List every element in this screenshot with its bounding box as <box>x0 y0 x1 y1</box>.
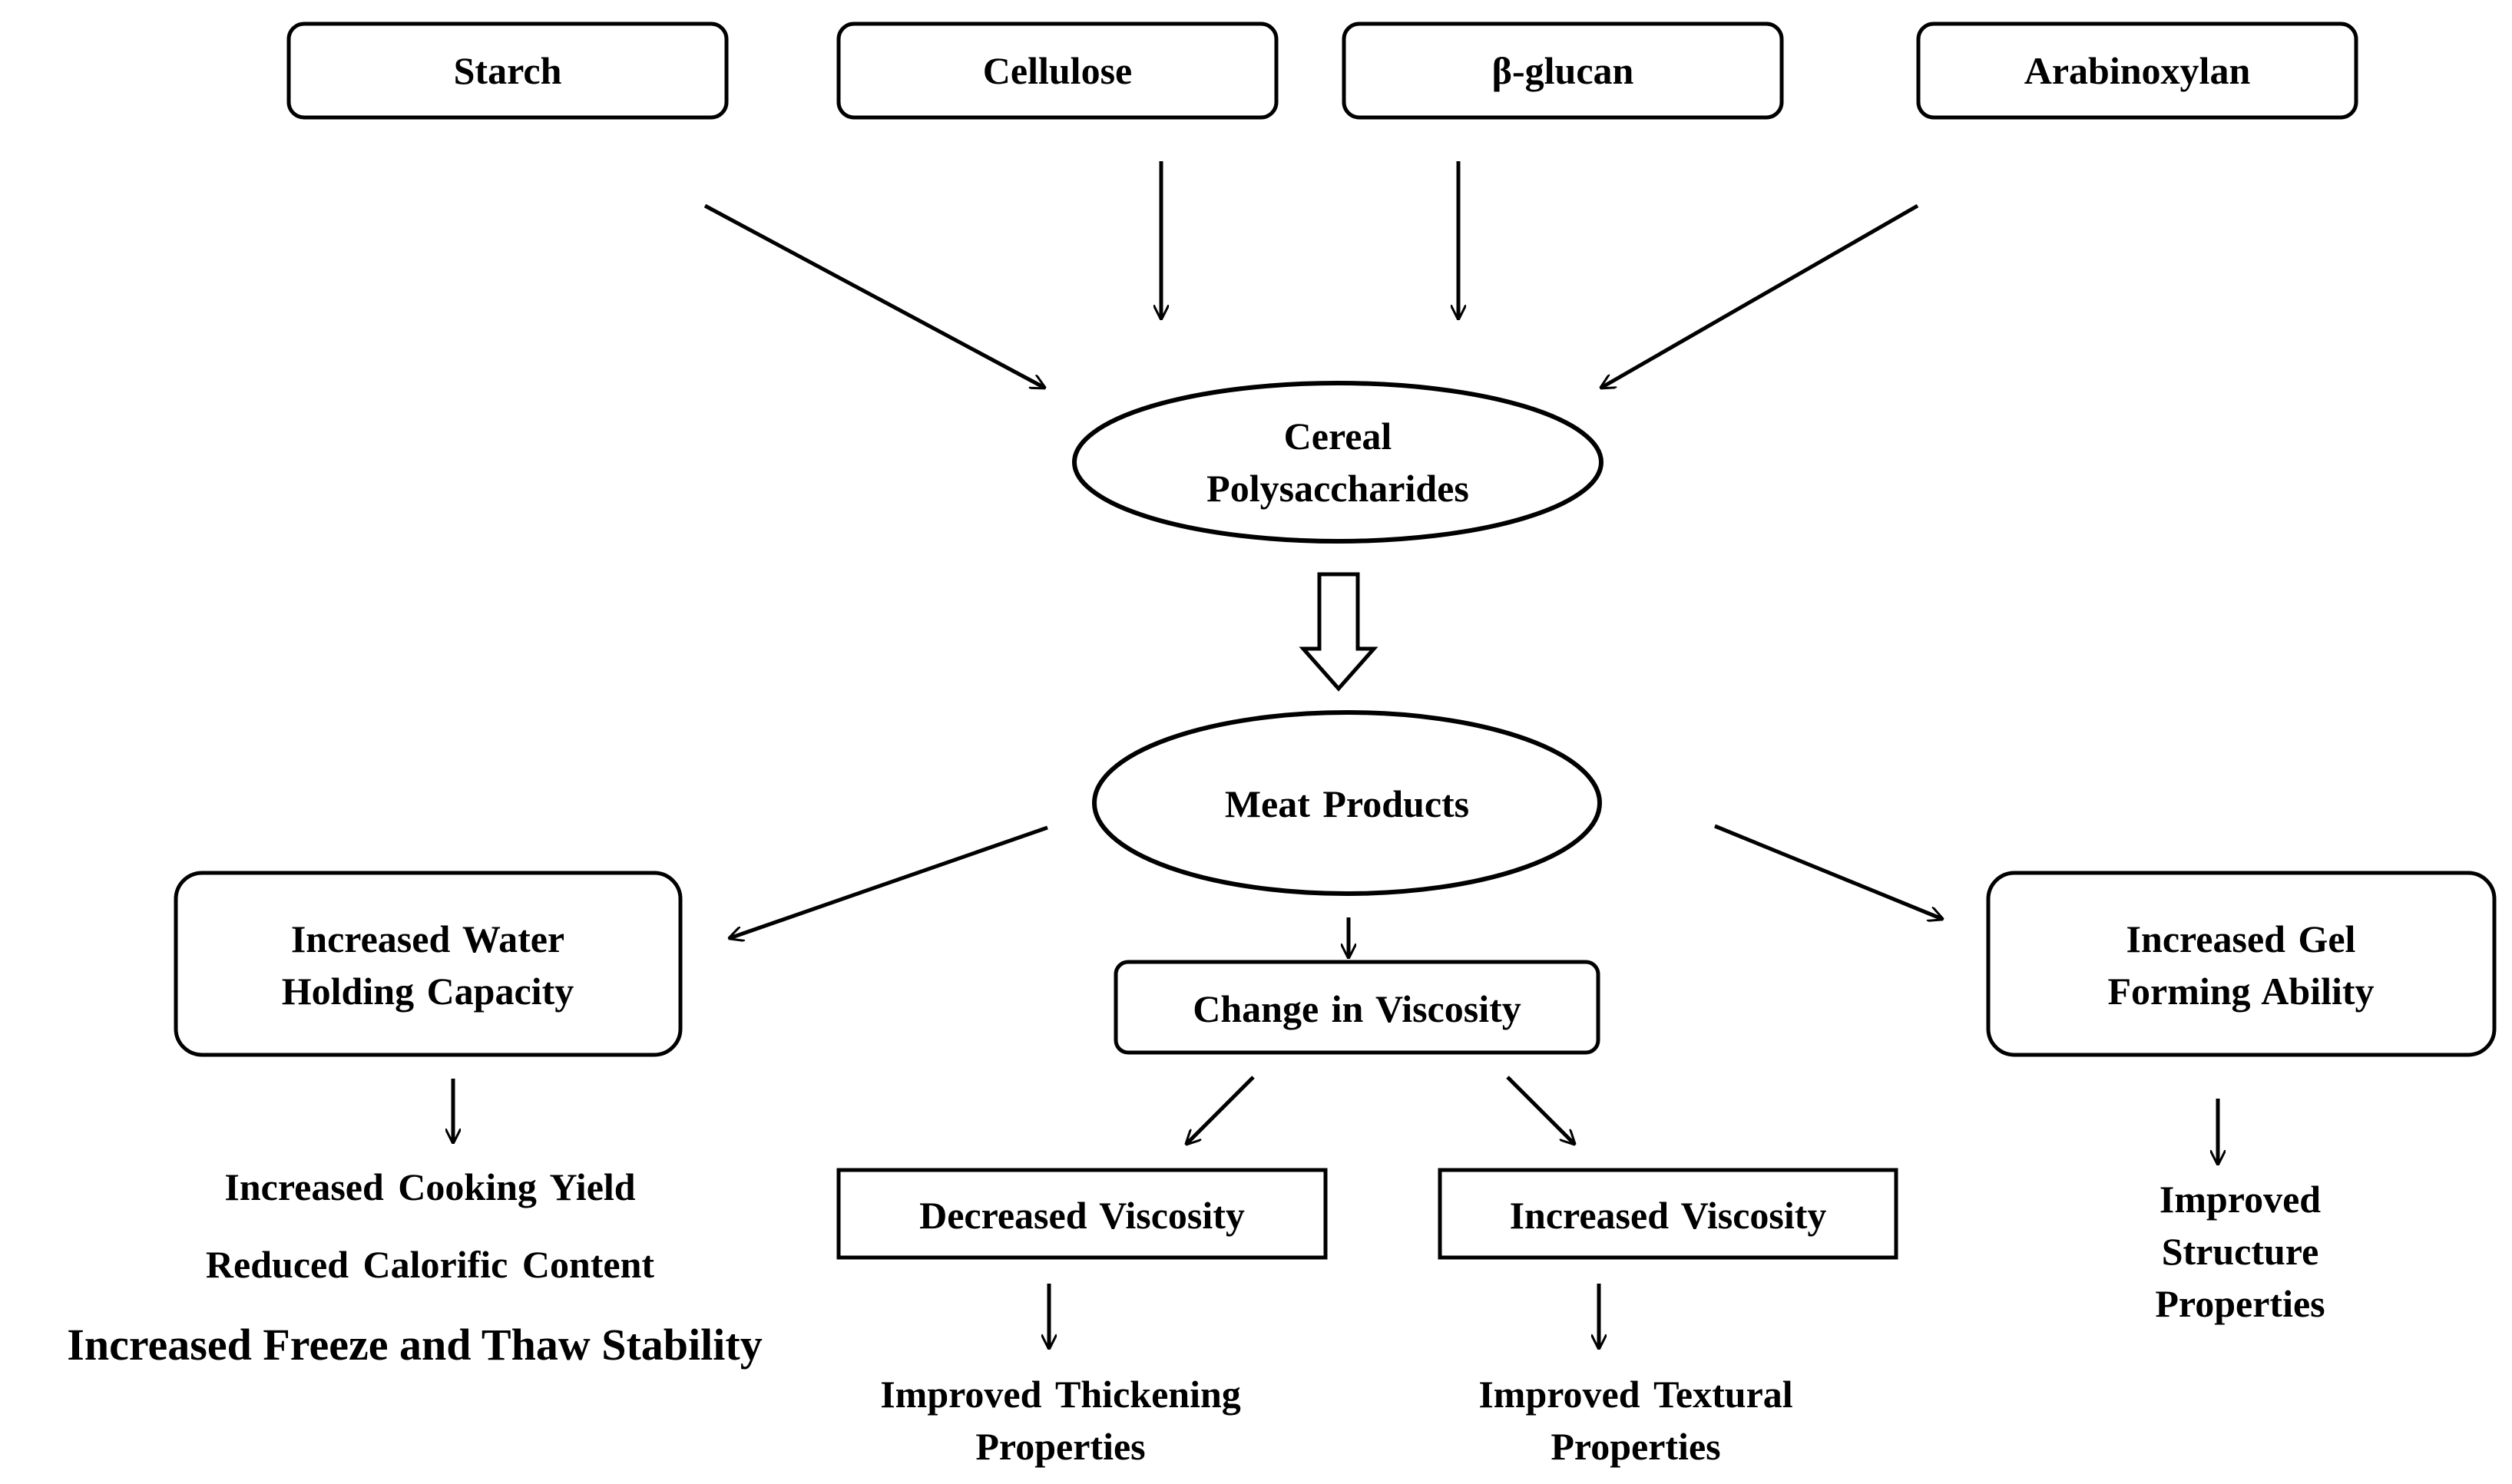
arrow-arabinoxylan-to-cereal <box>1601 203 1919 388</box>
cooking-yield-text: Increased Cooking Yield <box>224 1165 636 1208</box>
beta-glucan-box <box>1342 21 1784 120</box>
structure-properties-text: Improved Structure Properties <box>2155 1178 2325 1325</box>
cereal-polysaccharides-ellipse <box>1072 381 1604 544</box>
arrow-starch-to-cereal <box>703 203 1044 388</box>
water-holding-label: Increased Water Holding Capacity <box>281 917 574 1013</box>
arrow-meat-to-gel <box>1714 824 1942 919</box>
decreased-viscosity-label: Decreased Viscosity <box>919 1194 1245 1237</box>
arabinoxylan-box <box>1916 21 2358 120</box>
gel-forming-label: Increased Gel Forming Ability <box>2107 917 2375 1013</box>
freeze-thaw-text: Increased Freeze and Thaw Stability <box>67 1320 763 1370</box>
cereal-polysaccharides-label: Cereal Polysaccharides <box>1206 415 1469 510</box>
cellulose-label: Cellulose <box>982 49 1133 92</box>
water-holding-box <box>174 871 683 1057</box>
meat-products-ellipse <box>1092 710 1602 896</box>
increased-viscosity-label: Increased Viscosity <box>1509 1194 1827 1237</box>
textural-properties-text: Improved Textural Properties <box>1478 1373 1793 1468</box>
change-viscosity-label: Change in Viscosity <box>1193 987 1521 1030</box>
arrow-meat-to-water <box>730 825 1048 938</box>
decreased-viscosity-box <box>836 1168 1328 1260</box>
arrow-viscosity-to-decreased <box>1186 1076 1255 1144</box>
cellulose-box <box>836 21 1279 120</box>
increased-viscosity-box <box>1438 1168 1898 1260</box>
arrow-viscosity-to-increased <box>1506 1076 1574 1144</box>
gel-forming-box <box>1986 871 2497 1057</box>
beta-glucan-label: β-glucan <box>1491 49 1634 92</box>
change-viscosity-box <box>1114 960 1600 1055</box>
meat-products-label: Meat Products <box>1224 782 1470 825</box>
thickening-properties-text: Improved Thickening Properties <box>880 1373 1241 1468</box>
starch-box <box>286 21 729 120</box>
arabinoxylan-label: Arabinoxylan <box>2024 49 2251 92</box>
block-arrow-down <box>1299 572 1378 692</box>
starch-label: Starch <box>453 49 562 92</box>
calorific-content-text: Reduced Calorific Content <box>205 1243 655 1286</box>
